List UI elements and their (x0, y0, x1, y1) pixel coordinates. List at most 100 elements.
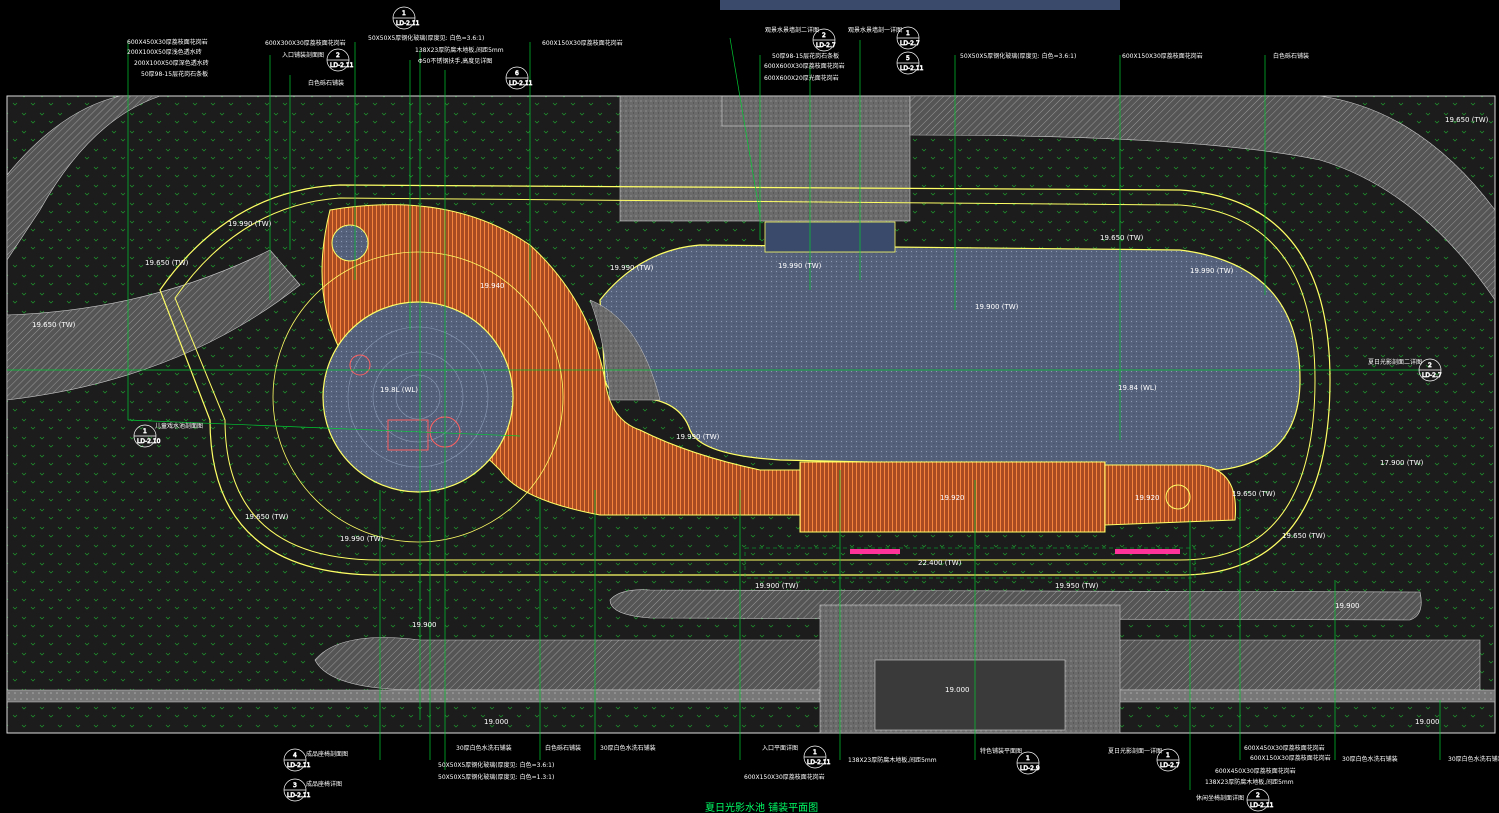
elevation-label: 19.940 (480, 282, 505, 290)
water-feature-wall (764, 221, 896, 253)
note-label: 特色铺装平面图 (980, 747, 1022, 755)
note-label: 白色砾石铺装 (308, 79, 344, 87)
elevation-label: 19.000 (1415, 718, 1440, 726)
section-tag: 1LD-2.7 (1156, 748, 1180, 772)
note-label: 50X50X5厚钢化玻璃(厚度见: 白色=1.3:1) (438, 773, 554, 781)
elevation-label: 19.990 (TW) (1190, 267, 1234, 275)
deck-south-edge-strip (744, 547, 1196, 579)
elevation-label: 19.650 (TW) (1232, 490, 1276, 498)
note-label: 夏日光影剖面一详图 (1108, 747, 1162, 755)
section-tag: 1LD-2.10 (133, 424, 161, 448)
elevation-label: 19.990 (TW) (778, 262, 822, 270)
elevation-label: 19.000 (484, 718, 509, 726)
note-label: 600X150X30厚荔枝面花岗岩 (744, 773, 825, 781)
elevation-label: 19.650 (TW) (1100, 234, 1144, 242)
kids-pool (322, 301, 514, 493)
elevation-label: 19.650 (TW) (1445, 116, 1489, 124)
svg-text:LD-2.11: LD-2.11 (287, 762, 311, 769)
note-label: 50X50X5厚钢化玻璃(厚度见: 白色=3.6:1) (438, 761, 554, 769)
svg-text:1: 1 (813, 749, 817, 756)
note-label: 入口平面详图 (762, 744, 798, 752)
note-label: 600X600X30厚荔枝面花岗岩 (764, 62, 845, 70)
note-label: 休闲坐椅剖面详图 (1196, 794, 1244, 802)
section-tag: 1LD-2.11 (392, 6, 420, 30)
svg-text:2: 2 (1428, 362, 1432, 369)
inner-loop-path (174, 197, 1316, 561)
svg-text:LD-2.11: LD-2.11 (287, 792, 311, 799)
elevation-label: 19.000 (945, 686, 970, 694)
elevation-label: 19.900 (412, 621, 437, 629)
elevation-labels: 19.990 (TW) 19.650 (TW) 19.650 (TW) 19.9… (32, 116, 1489, 726)
kids-pool-outer-ring (272, 251, 564, 543)
elevation-label: 19.920 (940, 494, 965, 502)
svg-text:1: 1 (143, 428, 147, 435)
deck-fan-steps (589, 299, 661, 401)
section-tag: 3LD-2.11 (283, 778, 311, 802)
svg-text:2: 2 (1256, 792, 1260, 799)
note-label: 成品座椅详图 (306, 780, 342, 788)
svg-text:1: 1 (1026, 755, 1030, 762)
section-tag: 2LD-2.11 (1246, 788, 1274, 812)
note-label: 30厚白色水洗石铺装 (456, 744, 512, 752)
note-label: 50X50X5厚钢化玻璃(厚度见: 白色=3.6:1) (368, 34, 484, 42)
note-label: 白色砾石铺装 (1273, 52, 1309, 60)
svg-text:LD-2.11: LD-2.11 (396, 20, 420, 27)
elevation-label: 19.8L (WL) (380, 386, 418, 394)
note-label: 50厚98-15层花岗石条板 (141, 70, 208, 78)
note-label: Φ50不锈钢扶手,高度见详图 (418, 57, 492, 65)
outer-loop-path (159, 184, 1331, 576)
note-label: 600X600X20厚光面花岗岩 (764, 74, 839, 82)
elevation-label: 19.920 (1135, 494, 1160, 502)
note-label: 600X450X30厚荔枝面花岗岩 (127, 38, 208, 46)
section-tag: 1LD-2.7 (896, 26, 920, 50)
elevation-label: 19.900 (TW) (755, 582, 799, 590)
wood-deck-south (799, 461, 1106, 533)
note-label: 50X50X5厚钢化玻璃(厚度见: 白色=3.6:1) (960, 52, 1076, 60)
svg-text:LD-2.7: LD-2.7 (1422, 372, 1442, 379)
section-tag: 2LD-2.11 (326, 48, 354, 72)
section-tags: 1LD-2.11 2LD-2.11 6LD-2.11 2LD-2.7 1LD-2… (133, 6, 1442, 812)
section-tag: 2LD-2.7 (1418, 358, 1442, 382)
elevation-label: 19.900 (TW) (975, 303, 1019, 311)
section-tag: 2LD-2.7 (812, 28, 836, 52)
svg-text:LD-2.10: LD-2.10 (137, 438, 161, 445)
kids-pool-ring-3 (395, 374, 441, 420)
elevation-label: 19.650 (TW) (145, 259, 189, 267)
south-curb (6, 689, 1496, 703)
note-label: 600X150X30厚荔枝面花岗岩 (542, 39, 623, 47)
svg-text:2: 2 (336, 52, 340, 59)
note-label: 夏日光影剖面二详图 (1368, 358, 1422, 366)
svg-text:4: 4 (293, 752, 297, 759)
note-label: 600X150X30厚荔枝面花岗岩 (1122, 52, 1203, 60)
north-plaza (619, 95, 911, 222)
svg-text:1: 1 (1166, 752, 1170, 759)
note-label: 200X100X50厚深色透水砖 (134, 59, 209, 67)
note-label: 138X23厚防腐木地板,间距5mm (415, 46, 504, 54)
svg-text:5: 5 (906, 55, 910, 62)
note-label: 儿童戏水池剖面图 (155, 422, 203, 430)
note-label: 30厚白色水洗石铺装 (600, 744, 656, 752)
section-tag: 1LD-2.11 (803, 745, 831, 769)
elevation-label: 19.990 (TW) (610, 264, 654, 272)
elevation-label: 19.650 (TW) (1282, 532, 1326, 540)
svg-text:LD-2.11: LD-2.11 (900, 65, 924, 72)
svg-text:LD-2.7: LD-2.7 (816, 42, 836, 49)
leader-lines (7, 37, 1441, 790)
svg-text:LD-2.11: LD-2.11 (509, 80, 533, 87)
svg-text:LD-2.11: LD-2.11 (330, 62, 354, 69)
title-bar (720, 0, 1120, 10)
svg-text:LD-2.7: LD-2.7 (900, 40, 920, 47)
note-label: 30厚白色水洗石铺装 (1342, 755, 1398, 763)
wood-deck-east (1104, 464, 1237, 526)
section-tag: 6LD-2.11 (505, 66, 533, 90)
note-label: 30厚白色水洗石铺装 (1448, 755, 1499, 763)
section-tag: 1LD-2.9 (1016, 751, 1040, 775)
note-label: 138X23厚防腐木地板,间距5mm (848, 756, 937, 764)
elevation-label: 19.84 (WL) (1118, 384, 1157, 392)
note-label: 观景水景墙剖一详图 (848, 26, 902, 34)
northeast-road (909, 95, 1496, 301)
note-label: 观景水景墙剖二详图 (765, 26, 819, 34)
west-path (6, 249, 301, 401)
south-plaza-inner (874, 659, 1066, 731)
